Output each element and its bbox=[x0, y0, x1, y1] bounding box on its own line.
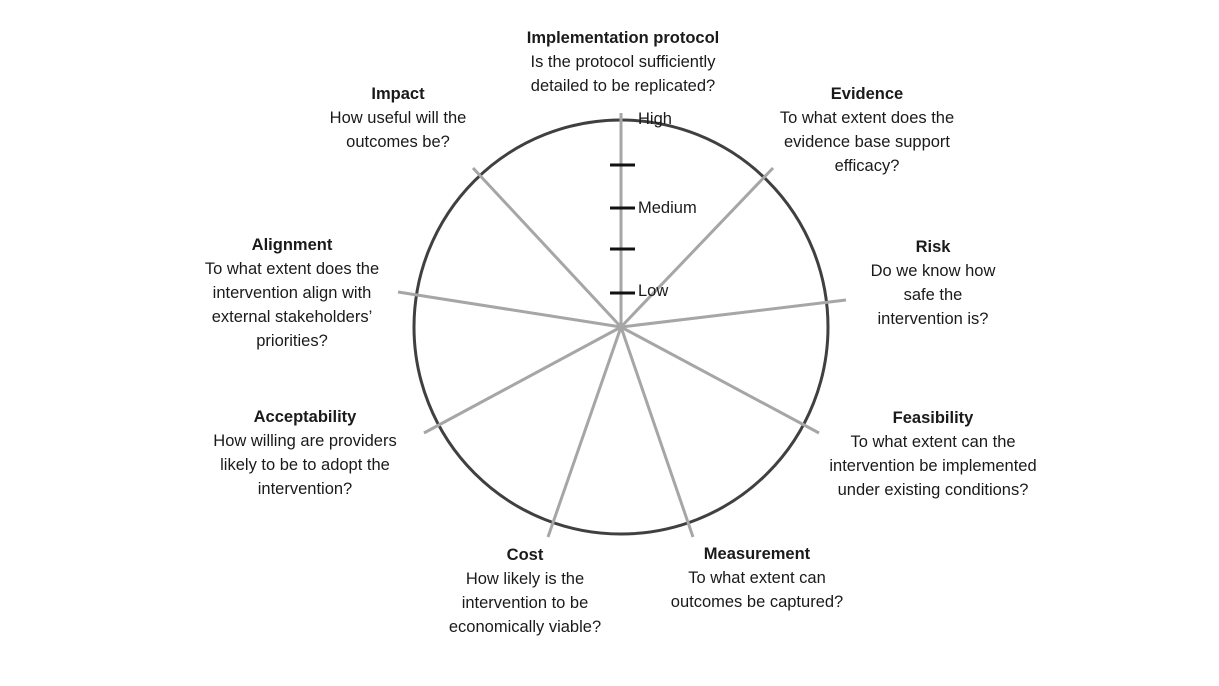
criterion-title: Risk bbox=[915, 238, 951, 256]
criterion-title: Cost bbox=[506, 546, 544, 564]
criterion-title: Evidence bbox=[830, 85, 904, 103]
criterion-question-line: intervention is? bbox=[877, 310, 989, 328]
scale-label-high: High bbox=[638, 110, 672, 128]
criterion-question-line: outcomes be? bbox=[346, 133, 450, 151]
spoke-impact bbox=[471, 166, 623, 329]
scale-ticks bbox=[610, 163, 635, 295]
criterion-question-line: priorities? bbox=[256, 332, 328, 350]
criterion-question-line: intervention? bbox=[257, 480, 353, 498]
criterion-title: Acceptability bbox=[253, 408, 357, 426]
scale-label-medium: Medium bbox=[638, 199, 697, 217]
criterion-impact: Impact How useful will the outcomes be? bbox=[330, 82, 467, 154]
criterion-question-line: intervention be implemented bbox=[829, 457, 1037, 475]
criterion-question-line: outcomes be captured? bbox=[670, 593, 844, 611]
criterion-evidence: Evidence To what extent does the evidenc… bbox=[780, 82, 954, 178]
criterion-alignment: Alignment To what extent does the interv… bbox=[205, 233, 379, 353]
spoke-feasibility bbox=[620, 325, 820, 435]
criterion-question-line: To what extent can bbox=[688, 569, 826, 587]
scale-label-low: Low bbox=[638, 282, 669, 300]
spoke-alignment bbox=[397, 290, 622, 329]
criterion-title: Alignment bbox=[251, 236, 333, 254]
criterion-question-line: external stakeholders’ bbox=[211, 308, 373, 326]
criterion-question-line: under existing conditions? bbox=[837, 481, 1029, 499]
criterion-question-line: To what extent can the bbox=[850, 433, 1016, 451]
spoke-acceptability bbox=[423, 325, 622, 435]
criterion-question-line: How likely is the bbox=[465, 570, 585, 588]
criterion-title: Implementation protocol bbox=[526, 29, 720, 47]
spokes bbox=[397, 113, 847, 538]
criterion-question-line: economically viable? bbox=[448, 618, 602, 636]
criterion-feasibility: Feasibility To what extent can the inter… bbox=[829, 406, 1036, 502]
criterion-question-line: How willing are providers bbox=[213, 432, 397, 450]
spoke-evidence bbox=[619, 166, 775, 329]
criterion-question-line: To what extent does the bbox=[204, 260, 380, 278]
criterion-title: Impact bbox=[371, 85, 425, 103]
criterion-title: Feasibility bbox=[892, 409, 974, 427]
criterion-question-line: To what extent does the bbox=[779, 109, 955, 127]
criterion-question-line: safe the bbox=[903, 286, 963, 304]
criterion-title: Measurement bbox=[703, 545, 811, 563]
criterion-risk: Risk Do we know how safe the interventio… bbox=[871, 235, 996, 331]
spoke-cost bbox=[546, 326, 623, 538]
spoke-risk bbox=[620, 298, 847, 329]
spoke-measurement bbox=[619, 326, 695, 538]
criterion-implementation-protocol: Implementation protocol Is the protocol … bbox=[527, 26, 720, 98]
criterion-measurement: Measurement To what extent can outcomes … bbox=[671, 542, 843, 614]
criterion-question-line: intervention to be bbox=[461, 594, 589, 612]
criterion-question-line: Is the protocol sufficiently bbox=[530, 53, 716, 71]
criterion-question-line: likely to be to adopt the bbox=[220, 456, 390, 474]
criterion-question-line: detailed to be replicated? bbox=[530, 77, 716, 95]
criterion-cost: Cost How likely is the intervention to b… bbox=[449, 543, 601, 639]
criterion-question-line: intervention align with bbox=[212, 284, 372, 302]
criterion-question-line: evidence base support bbox=[783, 133, 951, 151]
criterion-question-line: How useful will the bbox=[329, 109, 467, 127]
criterion-question-line: Do we know how bbox=[870, 262, 996, 280]
criterion-question-line: efficacy? bbox=[834, 157, 900, 175]
criterion-acceptability: Acceptability How willing are providers … bbox=[213, 405, 396, 501]
